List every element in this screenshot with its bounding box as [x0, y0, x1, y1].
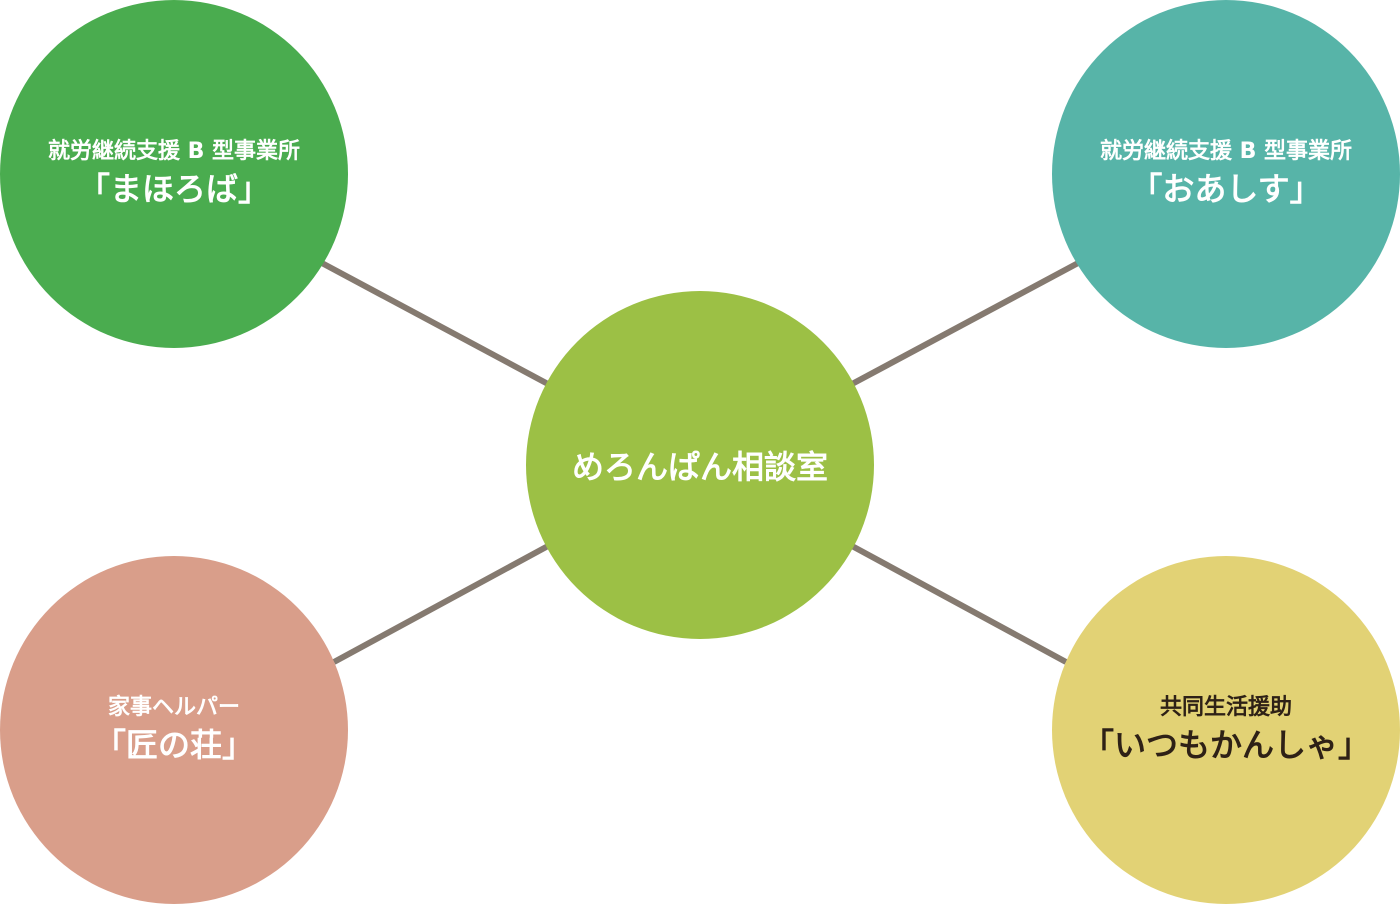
node-name: 「おあしす」	[1130, 170, 1322, 208]
node-itsumo: 共同生活援助 「いつもかんしゃ」	[1052, 556, 1400, 904]
node-takumi: 家事ヘルパー 「匠の荘」	[0, 556, 348, 904]
node-mahoroba: 就労継続支援 B 型事業所 「まほろば」	[0, 0, 348, 348]
node-oashisu: 就労継続支援 B 型事業所 「おあしす」	[1052, 0, 1400, 348]
node-name: 「まほろば」	[77, 170, 270, 208]
node-subtitle: 就労継続支援 B 型事業所	[47, 139, 301, 164]
connector-line-itsumo	[850, 543, 1068, 665]
node-subtitle: 共同生活援助	[1159, 695, 1292, 720]
node-name: 「匠の荘」	[93, 726, 254, 764]
connector-line-oashisu	[850, 259, 1082, 387]
center-label: めろんぱん相談室	[571, 448, 828, 486]
node-subtitle: 就労継続支援 B 型事業所	[1099, 139, 1353, 164]
node-name: 「いつもかんしゃ」	[1081, 726, 1370, 764]
connector-line-mahoroba	[318, 259, 550, 387]
node-subtitle: 家事ヘルパー	[107, 695, 240, 720]
connector-line-takumi	[332, 543, 550, 665]
node-center: めろんぱん相談室	[526, 291, 874, 639]
